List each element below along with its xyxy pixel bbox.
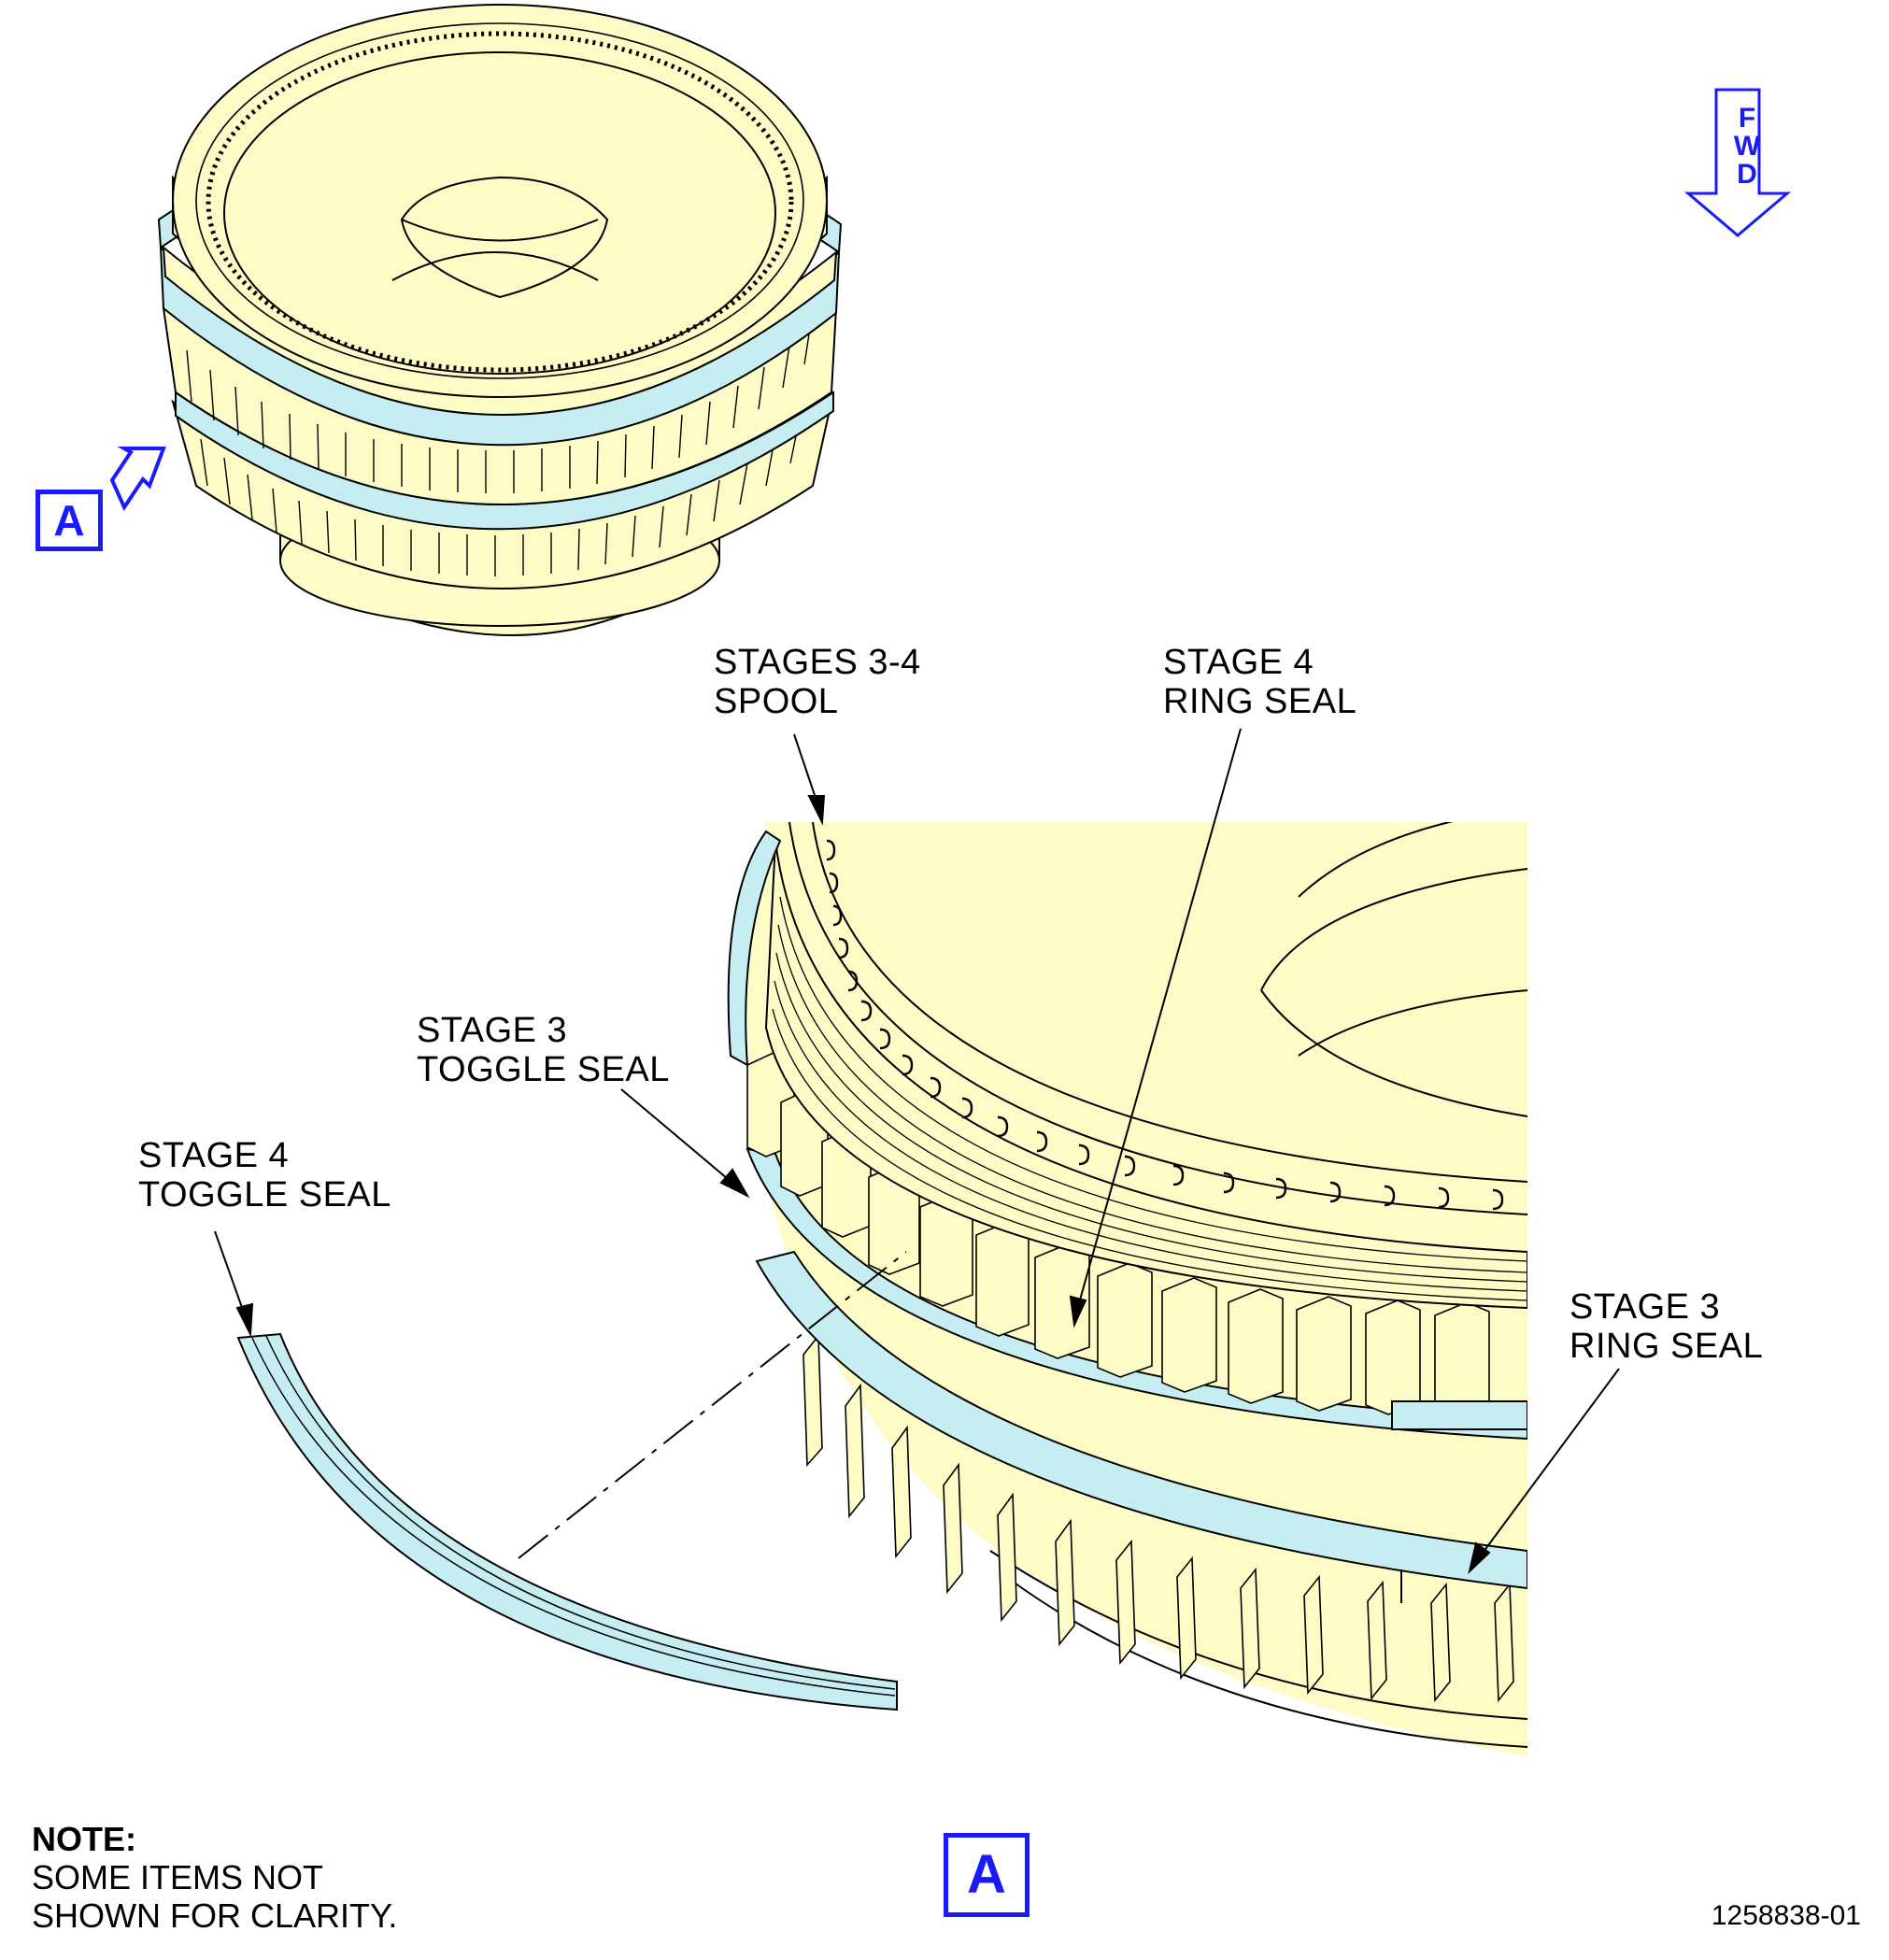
callout-stage3-toggle-seal-line2: TOGGLE SEAL — [417, 1050, 670, 1089]
overview-lower-teeth — [200, 421, 800, 576]
view-flag-letter: A — [53, 496, 85, 545]
view-flag-a: A — [36, 490, 103, 551]
callout-stage3-ring-seal: STAGE 3 RING SEAL — [1569, 1287, 1763, 1366]
fwd-letter-w: W — [1733, 131, 1761, 162]
figure-number: 1258838-01 — [1711, 1900, 1861, 1931]
view-title-letter: A — [967, 1844, 1006, 1905]
note-title: NOTE: — [32, 1820, 136, 1858]
view-title-a: A — [944, 1833, 1030, 1917]
detail-view-a — [710, 822, 1527, 1766]
callout-stage3-ring-seal-line2: RING SEAL — [1569, 1327, 1764, 1366]
fwd-arrow-icon — [1683, 88, 1792, 237]
callout-stage3-ring-seal-line1: STAGE 3 — [1569, 1287, 1721, 1327]
callout-stage4-ring-seal: STAGE 4 RING SEAL — [1163, 643, 1356, 721]
view-arrow-icon — [109, 447, 166, 512]
callout-stage4-toggle-seal-line1: STAGE 4 — [138, 1136, 290, 1175]
note-block: NOTE: SOME ITEMS NOT SHOWN FOR CLARITY. — [32, 1820, 397, 1935]
callout-spool: STAGES 3-4 SPOOL — [714, 643, 921, 721]
callout-spool-line2: SPOOL — [714, 682, 839, 721]
callout-stage3-toggle-seal: STAGE 3 TOGGLE SEAL — [417, 1011, 670, 1089]
fwd-letter-d: D — [1737, 159, 1757, 190]
fwd-indicator: F W D — [1700, 90, 1794, 239]
detail-groove-lines — [772, 896, 1527, 1301]
detail-lower-teeth — [802, 1333, 1514, 1703]
overview-spool — [157, 4, 843, 636]
note-line-2: SHOWN FOR CLARITY. — [32, 1896, 398, 1935]
callout-stage4-toggle-seal: STAGE 4 TOGGLE SEAL — [138, 1136, 391, 1214]
detail-slot-row — [826, 839, 1504, 1211]
callout-stage3-toggle-seal-line1: STAGE 3 — [417, 1011, 568, 1050]
note-line-1: SOME ITEMS NOT — [32, 1858, 324, 1896]
stage4-toggle-seal-part — [236, 1332, 898, 1711]
leader-lines — [214, 728, 1620, 1575]
callout-stage4-ring-seal-line1: STAGE 4 — [1163, 643, 1314, 682]
fwd-letter-f: F — [1738, 103, 1756, 134]
callout-stage4-toggle-seal-line2: TOGGLE SEAL — [138, 1175, 391, 1214]
callout-spool-line1: STAGES 3-4 — [714, 643, 921, 682]
installation-line — [518, 1251, 907, 1559]
overview-upper-teeth — [186, 321, 812, 493]
callout-stage4-ring-seal-line2: RING SEAL — [1163, 682, 1357, 721]
